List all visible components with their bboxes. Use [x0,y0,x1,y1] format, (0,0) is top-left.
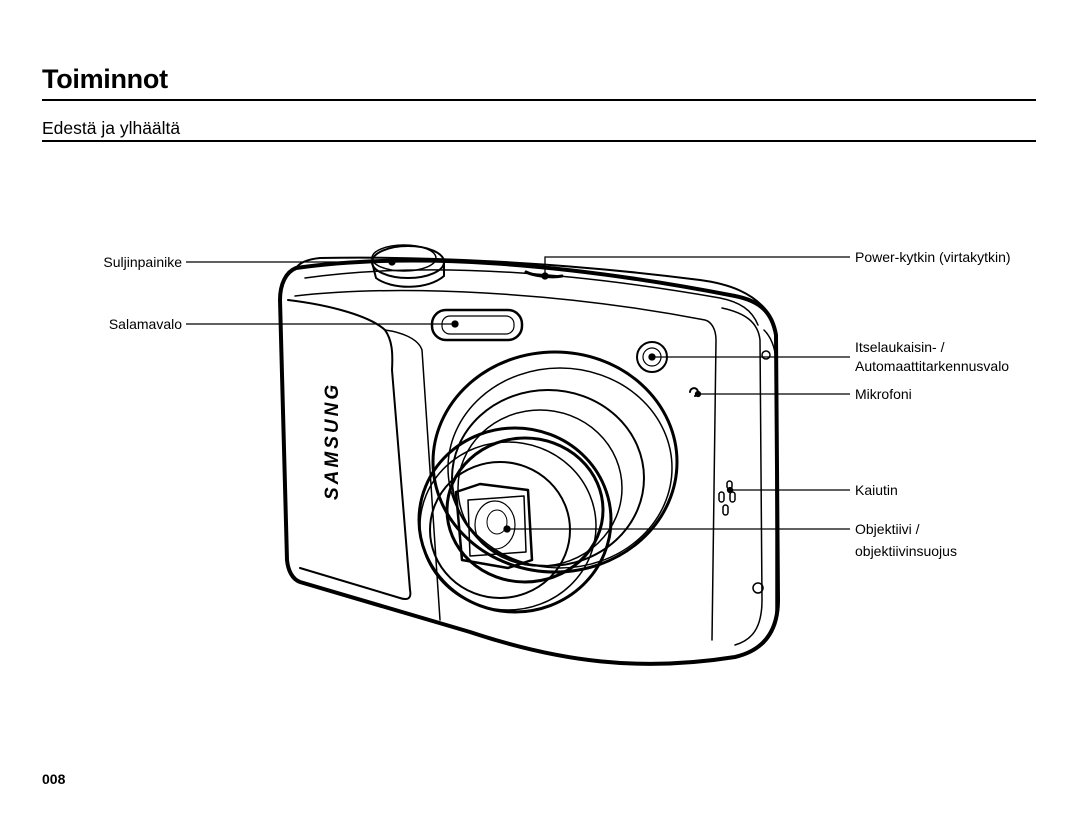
section-title: Edestä ja ylhäältä [42,118,181,138]
callout-lens-line2: objektiivinsuojus [855,543,957,559]
callout-flash: Salamavalo [108,316,182,332]
page-title: Toiminnot [42,64,168,94]
callout-power: Power-kytkin (virtakytkin) [855,249,1011,265]
camera-grip [287,299,412,600]
section-rule [42,140,1036,142]
leader-power [544,256,850,276]
page-number: 008 [42,771,66,787]
samsung-logo: SAMSUNG [322,382,343,500]
callout-microphone: Mikrofoni [855,386,912,402]
callout-self-timer-line2: Automaattitarkennusvalo [855,358,1010,374]
speaker-holes [718,480,736,516]
callout-shutter: Suljinpainike [103,254,182,270]
callout-lens-line1: Objektiivi / [855,521,920,537]
shutter-button [371,244,445,288]
title-rule [42,99,1036,101]
callout-speaker: Kaiutin [855,482,898,498]
lens-assembly [417,350,679,614]
flash-window [430,308,524,342]
callout-self-timer-line1: Itselaukaisin- / [855,339,945,355]
camera-body [278,258,780,666]
